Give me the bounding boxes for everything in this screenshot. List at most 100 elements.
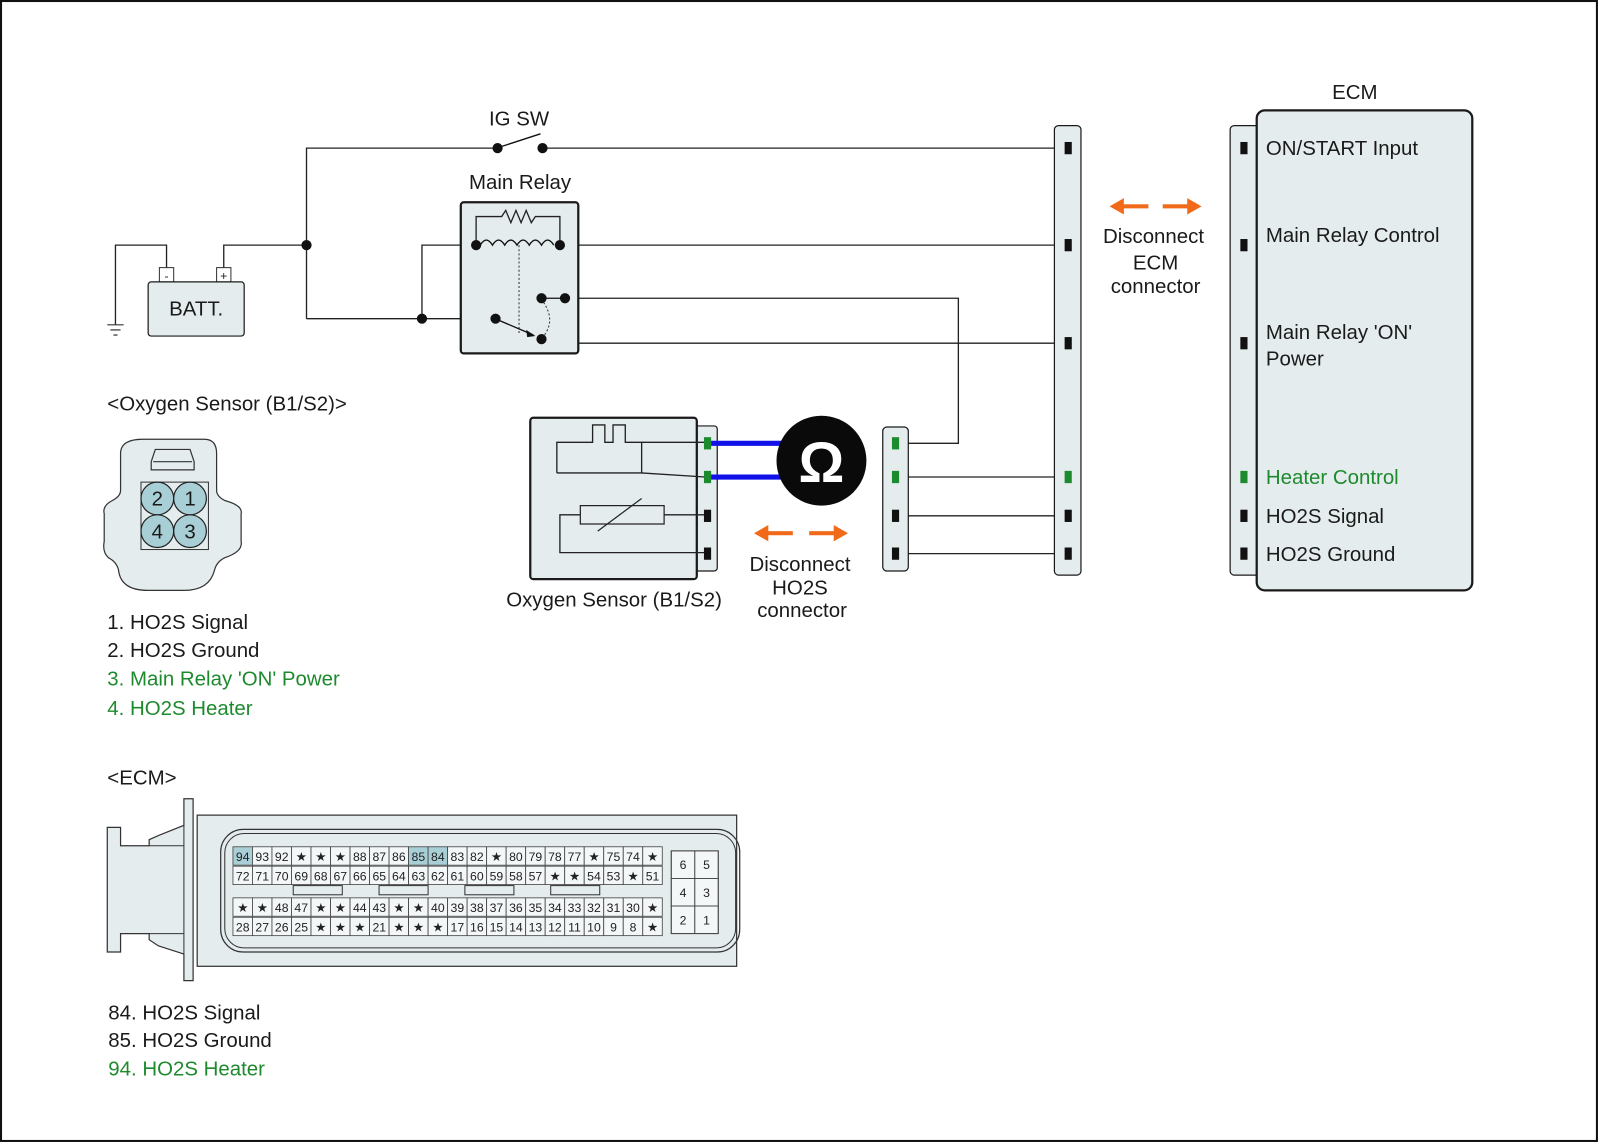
ecm-pin-number: 85	[412, 850, 426, 864]
ecm-pin-number: 27	[255, 921, 269, 935]
ecm-pin-number: 31	[607, 901, 621, 915]
ground-icon	[107, 324, 124, 336]
ecm-pin-number: 40	[431, 901, 445, 915]
ecm-small-pin-number: 3	[703, 886, 710, 900]
ecm-pin-unused-icon: ★	[315, 850, 326, 864]
oxygen-sensor-label: Oxygen Sensor (B1/S2)	[506, 590, 722, 612]
disconnect-ho2s-text: connector	[757, 600, 847, 622]
ecm-pin-unused-icon: ★	[315, 921, 326, 935]
ecm-pin-unused-icon: ★	[432, 921, 443, 935]
ecm-pin-number: 60	[470, 869, 484, 883]
battery-plus-label: +	[220, 269, 227, 283]
ecm-pin-unused-icon: ★	[335, 901, 346, 915]
ecm-pin-unused-icon: ★	[354, 921, 365, 935]
o2-legend-item: 3. Main Relay 'ON' Power	[107, 668, 340, 690]
ecm-legend-item: 84. HO2S Signal	[108, 1002, 260, 1024]
ecm-small-pin-number: 1	[703, 913, 710, 927]
ecm-legend-item: 85. HO2S Ground	[108, 1030, 271, 1052]
ecm-pin-number: 82	[470, 850, 484, 864]
ecm-pin-number: 88	[353, 850, 367, 864]
ecm-pin-unused-icon: ★	[569, 869, 580, 883]
disconnect-ecm-indicator: Disconnect ECM connector	[1103, 198, 1204, 298]
disconnect-ho2s-indicator: Disconnect HO2S connector	[749, 525, 851, 622]
sensor-pin	[703, 470, 712, 484]
main-relay: Main Relay	[459, 172, 580, 355]
ecm-pin-unused-icon: ★	[647, 901, 658, 915]
ecm-pin-number: 38	[470, 901, 484, 915]
disconnect-ho2s-text: Disconnect	[749, 554, 850, 576]
ohmmeter[interactable]: Ω	[711, 415, 867, 506]
ecm-legend-item: 94. HO2S Heater	[108, 1059, 265, 1081]
ecm-pin-number: 64	[392, 869, 406, 883]
ecm-pin-number: 79	[529, 850, 543, 864]
ecm-pin-number: 68	[314, 869, 328, 883]
ecm-pin-number: 63	[412, 869, 426, 883]
ecm-pin-number: 67	[333, 869, 347, 883]
ecm-pin-unused-icon: ★	[393, 901, 404, 915]
ecm-pin-number: 84	[431, 850, 445, 864]
ecm-small-pin-number: 5	[703, 858, 710, 872]
sensor-pin	[703, 547, 712, 560]
ecm-pin-number: 8	[630, 921, 637, 935]
ecm-pin-number: 65	[372, 869, 386, 883]
ecm-pin-unused-icon: ★	[588, 850, 599, 864]
ecm-pin-number: 16	[470, 921, 484, 935]
ecm-pin-unused-icon: ★	[315, 901, 326, 915]
battery-minus-label: -	[164, 269, 168, 283]
ecm-pin-number: 74	[626, 850, 640, 864]
ecm-pin-number: 32	[587, 901, 601, 915]
ecm-pin-number: 75	[607, 850, 621, 864]
ecm-harness-connector[interactable]	[1053, 125, 1082, 576]
ecm-pin-number: 13	[529, 921, 543, 935]
ecm-pin-unused-icon: ★	[237, 901, 248, 915]
ig-sw-label: IG SW	[489, 109, 550, 131]
o2-pin-number: 4	[152, 521, 163, 543]
ecm-pin-number: 48	[275, 901, 289, 915]
o2-pin-number: 1	[184, 489, 195, 511]
ecm-small-pin-number: 6	[680, 858, 687, 872]
battery: - + BATT.	[147, 267, 245, 337]
ecm-pin-number: 94	[236, 850, 250, 864]
ecm-pin-number: 37	[490, 901, 504, 915]
battery-label: BATT.	[169, 299, 223, 321]
ecm-pin-number: 80	[509, 850, 523, 864]
ecm-connector-title: <ECM>	[107, 767, 176, 789]
disconnect-ho2s-text: HO2S	[772, 577, 828, 599]
ecm-pin-number: 17	[451, 921, 465, 935]
oxygen-sensor: Oxygen Sensor (B1/S2)	[506, 416, 722, 612]
ho2s-harness-connector[interactable]	[882, 426, 909, 572]
ecm-pin-number: 83	[451, 850, 465, 864]
o2-pin-number: 2	[152, 489, 163, 511]
ignition-switch[interactable]: IG SW	[489, 109, 550, 154]
ecm-small-pin-number: 4	[680, 886, 687, 900]
ecm-pin-label: Main Relay Control	[1266, 225, 1440, 247]
disconnect-ecm-text: connector	[1111, 276, 1201, 298]
ecm-pin-cell	[642, 846, 663, 866]
ecm-pin-unused-icon: ★	[413, 901, 424, 915]
ecm-pin-number: 71	[255, 869, 269, 883]
o2-pin-number: 3	[184, 521, 195, 543]
ecm-pin-number: 66	[353, 869, 367, 883]
ecm-pin-number: 69	[294, 869, 308, 883]
ecm-pin-number: 92	[275, 850, 289, 864]
ecm-pin-number: 86	[392, 850, 406, 864]
ecm-pin-unused-icon: ★	[393, 921, 404, 935]
orange-arrows-icon	[754, 525, 849, 542]
sensor-pin	[703, 437, 712, 450]
ecm-pin-number: 59	[490, 869, 504, 883]
ecm-pin-number: 30	[626, 901, 640, 915]
ecm-pin-number: 11	[568, 921, 581, 935]
sensor-pin	[703, 509, 712, 522]
ecm-pin-number: 36	[509, 901, 523, 915]
ecm-pin-number: 26	[275, 921, 289, 935]
ecm-pin-label: HO2S Signal	[1266, 506, 1384, 528]
ecm-pin-number: 34	[548, 901, 562, 915]
ecm-pin-number: 10	[587, 921, 601, 935]
ecm-pin-number: 35	[529, 901, 543, 915]
ecm-pin-number: 33	[568, 901, 582, 915]
ecm-pin-unused-icon: ★	[647, 850, 658, 864]
ecm-pin-number: 62	[431, 869, 445, 883]
